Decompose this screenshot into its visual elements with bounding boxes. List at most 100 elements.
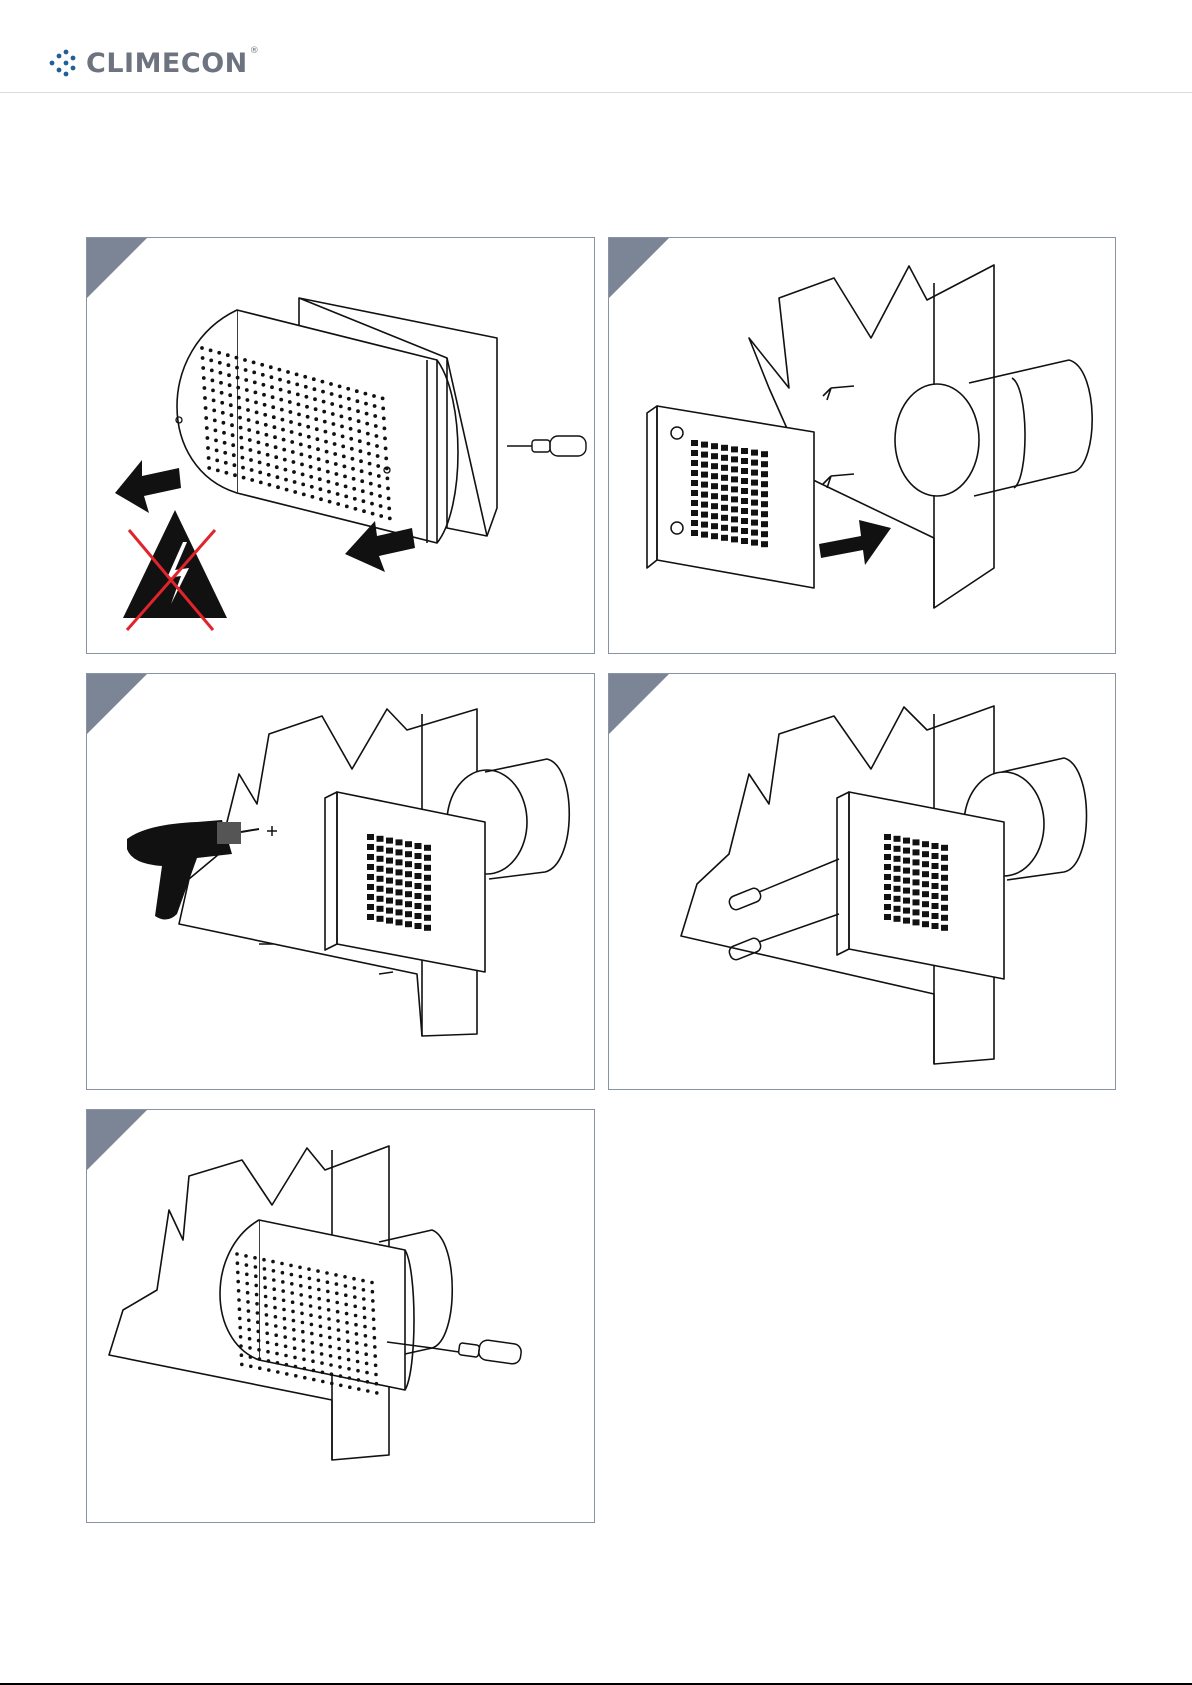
perforation-hole bbox=[275, 1352, 279, 1356]
perforation-hole bbox=[310, 1341, 314, 1345]
perforation-hole bbox=[352, 477, 356, 481]
perforation-hole bbox=[222, 431, 226, 435]
brand-logo[interactable]: CLIMECON ® bbox=[48, 48, 259, 78]
perforation-hole bbox=[347, 397, 351, 401]
perforation-hole bbox=[204, 416, 208, 420]
filter-cell bbox=[405, 921, 412, 927]
perforation-hole bbox=[308, 1277, 312, 1281]
perforation-hole bbox=[220, 401, 224, 405]
perforation-hole bbox=[371, 1290, 375, 1294]
perforation-hole bbox=[253, 381, 257, 385]
perforation-hole bbox=[214, 429, 218, 433]
perforation-hole bbox=[299, 1284, 303, 1288]
perforation-hole bbox=[272, 1287, 276, 1291]
perforation-hole bbox=[325, 1271, 329, 1275]
filter-cell bbox=[405, 911, 412, 917]
perforation-hole bbox=[214, 439, 218, 443]
perforation-hole bbox=[229, 403, 233, 407]
perforation-hole bbox=[337, 1347, 341, 1351]
perforation-hole bbox=[298, 1266, 302, 1270]
filter-cell bbox=[761, 451, 768, 457]
filter-cell bbox=[386, 878, 393, 884]
perforation-hole bbox=[306, 425, 310, 429]
filter-cell bbox=[922, 911, 929, 917]
perforation-hole bbox=[337, 1338, 341, 1342]
perforation-hole bbox=[317, 1288, 321, 1292]
perforation-hole bbox=[374, 1364, 378, 1368]
perforation-hole bbox=[362, 509, 366, 513]
page-header: CLIMECON ® bbox=[0, 0, 1192, 93]
filter-cell bbox=[701, 472, 708, 478]
perforation-hole bbox=[372, 1318, 376, 1322]
perforation-hole bbox=[237, 1298, 241, 1302]
perforation-hole bbox=[302, 1348, 306, 1352]
perforation-hole bbox=[316, 1269, 320, 1273]
perforation-hole bbox=[308, 1286, 312, 1290]
perforation-hole bbox=[317, 467, 321, 471]
filter-cell bbox=[932, 893, 939, 899]
filter-cell bbox=[711, 473, 718, 479]
perforation-hole bbox=[292, 460, 296, 464]
filter-cell bbox=[711, 443, 718, 449]
filter-cell bbox=[731, 486, 738, 492]
perforation-hole bbox=[284, 468, 288, 472]
filter-cell bbox=[751, 520, 758, 526]
perforation-hole bbox=[366, 1380, 370, 1384]
perforation-hole bbox=[335, 482, 339, 486]
filter-cell bbox=[424, 905, 431, 911]
filter-cell bbox=[405, 871, 412, 877]
perforation-hole bbox=[348, 1376, 352, 1380]
perforation-hole bbox=[334, 1273, 338, 1277]
filter-cell bbox=[415, 903, 422, 909]
perforation-hole bbox=[346, 1339, 350, 1343]
filter-cell bbox=[922, 851, 929, 857]
perforation-hole bbox=[362, 1288, 366, 1292]
perforation-hole bbox=[263, 413, 267, 417]
perforation-hole bbox=[291, 1300, 295, 1304]
filter-cell bbox=[721, 445, 728, 451]
perforation-hole bbox=[318, 477, 322, 481]
filter-cell bbox=[761, 521, 768, 527]
perforation-hole bbox=[286, 370, 290, 374]
filter-cell bbox=[884, 834, 891, 840]
filter-cell bbox=[913, 919, 920, 925]
filter-cell bbox=[701, 462, 708, 468]
perforation-hole bbox=[355, 1341, 359, 1345]
arrow-right-icon bbox=[819, 520, 891, 565]
filter-cell bbox=[884, 904, 891, 910]
filter-cell bbox=[741, 448, 748, 454]
filter-cell bbox=[711, 513, 718, 519]
perforation-hole bbox=[287, 390, 291, 394]
perforation-hole bbox=[283, 1326, 287, 1330]
perforation-hole bbox=[366, 1389, 370, 1393]
perforation-hole bbox=[330, 1382, 334, 1386]
filter-cell bbox=[741, 498, 748, 504]
filter-cell bbox=[932, 853, 939, 859]
filter-cell bbox=[424, 865, 431, 871]
perforation-hole bbox=[345, 1321, 349, 1325]
perforation-hole bbox=[321, 380, 325, 384]
filter-cell bbox=[721, 475, 728, 481]
perforation-hole bbox=[255, 1302, 259, 1306]
filter-cell bbox=[894, 856, 901, 862]
filter-cell bbox=[894, 916, 901, 922]
perforation-hole bbox=[276, 1361, 280, 1365]
filter-cell bbox=[941, 885, 948, 891]
perforation-hole bbox=[255, 411, 259, 415]
filter-cell bbox=[751, 540, 758, 546]
perforation-hole bbox=[326, 1280, 330, 1284]
perforation-hole bbox=[245, 1273, 249, 1277]
filter-cell bbox=[741, 508, 748, 514]
perforation-hole bbox=[293, 480, 297, 484]
perforation-hole bbox=[364, 1343, 368, 1347]
perforation-hole bbox=[335, 1301, 339, 1305]
perforation-hole bbox=[235, 366, 239, 370]
filter-cell bbox=[922, 841, 929, 847]
filter-cell bbox=[405, 891, 412, 897]
perforation-hole bbox=[223, 441, 227, 445]
perforation-hole bbox=[373, 414, 377, 418]
filter-cell bbox=[367, 864, 374, 870]
filter-cell bbox=[761, 471, 768, 477]
perforation-hole bbox=[373, 1345, 377, 1349]
filter-cell bbox=[377, 886, 384, 892]
